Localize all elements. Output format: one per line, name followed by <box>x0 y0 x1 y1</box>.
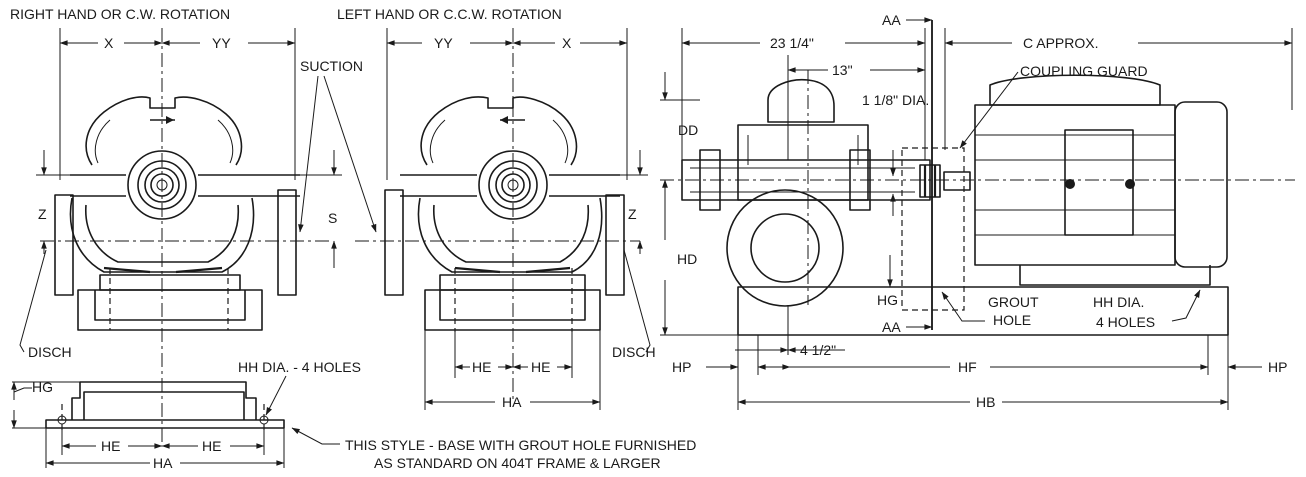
dim-23-label: 23 1/4" <box>770 35 814 51</box>
base-note-line1: THIS STYLE - BASE WITH GROUT HOLE FURNIS… <box>345 437 696 453</box>
lh-ha-label: HA <box>502 394 522 410</box>
hh-dia-label-1: HH DIA. <box>1093 294 1144 310</box>
coupling-guard-outline <box>901 147 965 311</box>
lh-he-left-label: HE <box>472 359 491 375</box>
hh-dia-label-2: 4 HOLES <box>1096 314 1155 330</box>
lh-yy-label: YY <box>434 35 453 51</box>
base-note-line2: AS STANDARD ON 404T FRAME & LARGER <box>374 455 661 471</box>
base-plate <box>737 286 1229 336</box>
lh-z-label: Z <box>628 206 637 222</box>
lh-x-label: X <box>562 35 572 51</box>
hp-left-label: HP <box>672 359 691 375</box>
rh-s-label: S <box>328 210 337 226</box>
suction-leader-rh <box>298 75 319 233</box>
hb-label: HB <box>976 394 995 410</box>
grout-hole-label-1: GROUT <box>988 294 1039 310</box>
suction-label: SUCTION <box>300 58 363 74</box>
dim-13-label: 13" <box>832 62 853 78</box>
hd-label: HD <box>677 251 697 267</box>
base-ha-label: HA <box>153 455 173 471</box>
lh-he-right-label: HE <box>531 359 550 375</box>
hf-label: HF <box>958 359 977 375</box>
base-hg-label: HG <box>32 379 53 395</box>
suction-leader-lh <box>323 75 377 233</box>
aa-top-label: AA <box>882 12 901 28</box>
rh-x-label: X <box>104 35 114 51</box>
dim-412-label: 4 1/2" <box>800 342 836 358</box>
dd-label: DD <box>678 122 698 138</box>
shaft-dia-label: 1 1/8" DIA. <box>862 92 929 108</box>
rh-disch-label: DISCH <box>28 344 72 360</box>
rh-yy-label: YY <box>212 35 231 51</box>
base-he-right-label: HE <box>202 438 221 454</box>
lh-rotation-title: LEFT HAND OR C.C.W. ROTATION <box>337 6 562 22</box>
rh-rotation-title: RIGHT HAND OR C.W. ROTATION <box>10 6 230 22</box>
rh-pump-end-view: X YY Z <box>19 28 342 445</box>
side-elevation-view: 23 1/4" 13" C APPROX. AA AA 1 1/8" DIA. … <box>660 12 1295 410</box>
base-hh-dia-label: HH DIA. - 4 HOLES <box>238 359 361 375</box>
c-approx-label: C APPROX. <box>1023 35 1098 51</box>
base-he-left-label: HE <box>101 438 120 454</box>
base-grout-hole-detail: HG HE HE HA HH DIA. - 4 HOLES THIS STYLE… <box>11 359 696 471</box>
rh-z-label: Z <box>38 206 47 222</box>
lh-pump-end-view: YY X Z DISCH <box>355 28 656 410</box>
side-hg-label: HG <box>877 292 898 308</box>
hp-right-label: HP <box>1268 359 1287 375</box>
aa-bottom-label: AA <box>882 319 901 335</box>
grout-hole-label-2: HOLE <box>993 312 1031 328</box>
lh-disch-label: DISCH <box>612 344 656 360</box>
